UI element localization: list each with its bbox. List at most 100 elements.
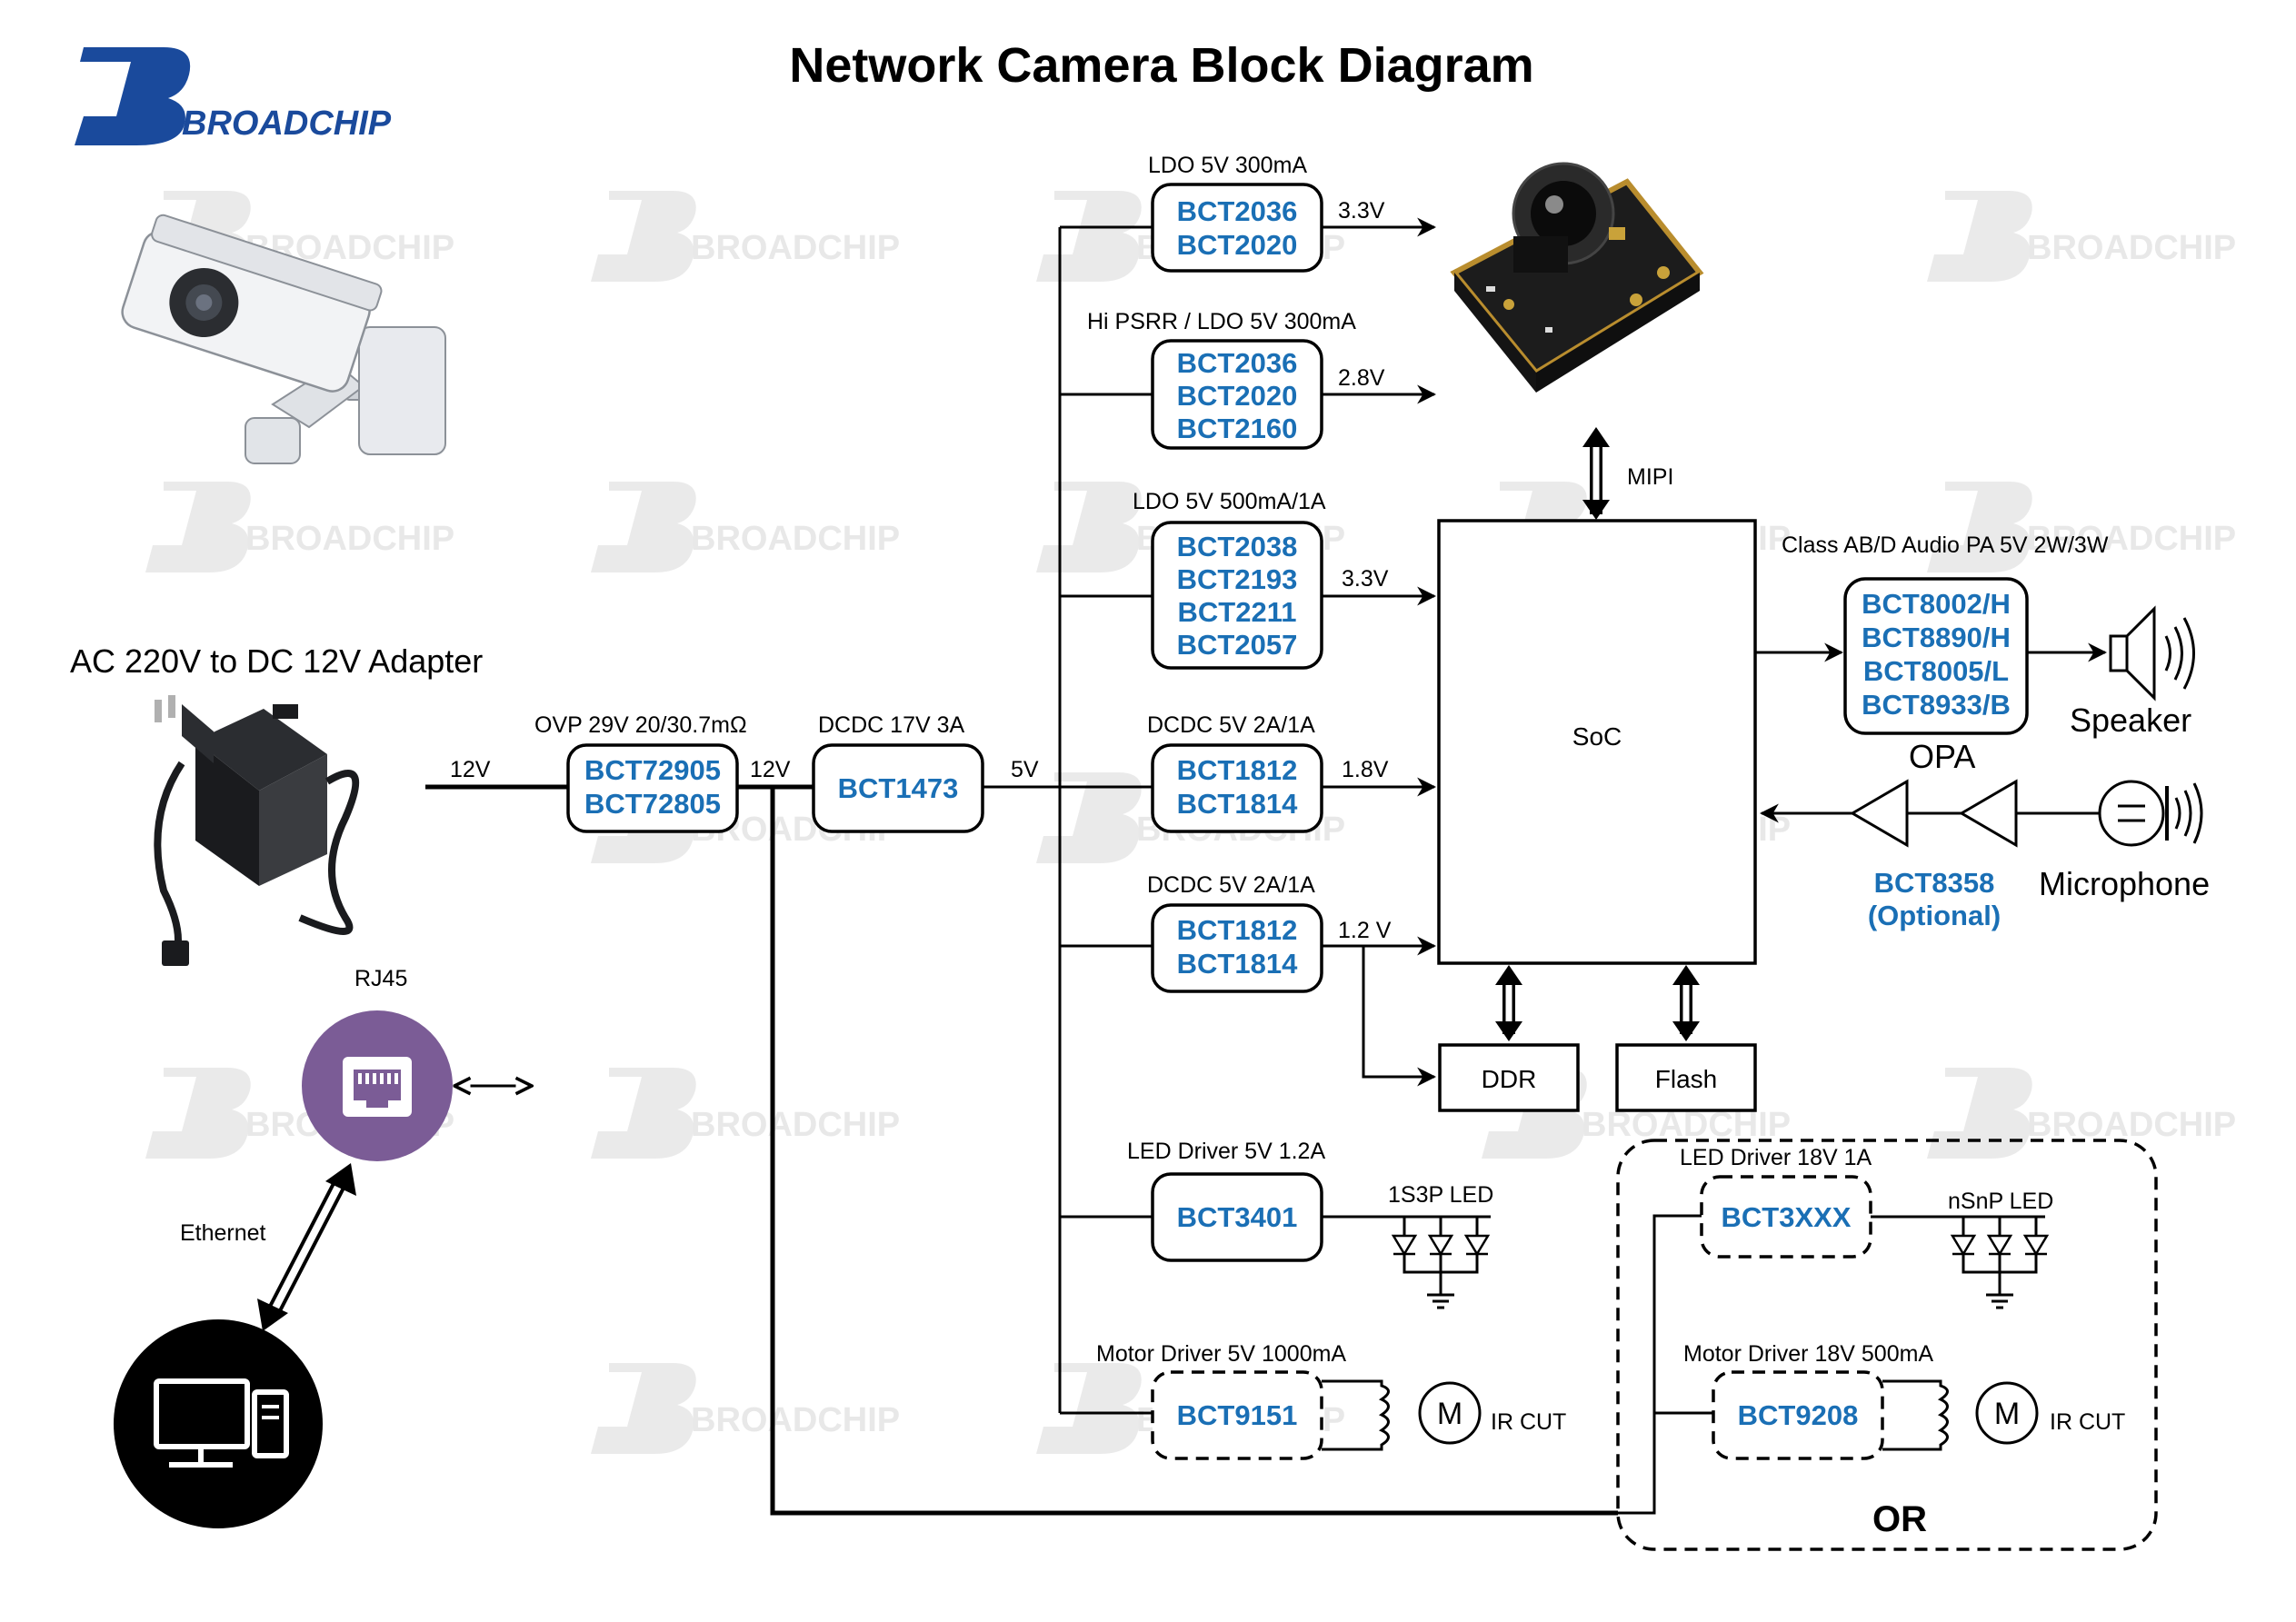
rail-out-voltage: 3.3V [1338, 198, 1385, 224]
ovp-part: BCT72805 [584, 788, 721, 820]
ircut-label: IR CUT [1491, 1409, 1566, 1435]
rj45-label: RJ45 [354, 966, 407, 991]
preamp-icon [1850, 779, 2100, 848]
flash-label: Flash [1655, 1065, 1717, 1093]
motor5v-title: Motor Driver 5V 1000mA [1096, 1341, 1346, 1367]
rail-part: BCT1812 [1177, 914, 1298, 946]
page-title: Network Camera Block Diagram [789, 38, 1533, 93]
computer-icon [114, 1319, 323, 1528]
bus-18v [1618, 1214, 1702, 1515]
preamp-part: BCT8358 [1874, 867, 1995, 899]
rail-part: BCT2211 [1178, 596, 1297, 628]
ethernet-arrow [257, 1163, 356, 1331]
motor5v-part: BCT9151 [1177, 1399, 1298, 1431]
watermark-text: BROADCHIP [691, 1106, 900, 1144]
motor18v-title: Motor Driver 18V 500mA [1683, 1341, 1933, 1367]
rail-part: BCT1814 [1177, 948, 1298, 980]
led-array-icon [1871, 1215, 2050, 1309]
rail-part: BCT2038 [1177, 531, 1298, 562]
coil-icon [1322, 1379, 1390, 1451]
led18v-title: LED Driver 18V 1A [1680, 1145, 1872, 1170]
rail-part: BCT2160 [1177, 413, 1298, 444]
rail-part: BCT2036 [1177, 195, 1298, 227]
watermark-text: BROADCHIP [1582, 1106, 1791, 1144]
camera-module-image [1450, 162, 1704, 393]
audio-pa-title: Class AB/D Audio PA 5V 2W/3W [1782, 532, 2109, 558]
ddr-arrow [1495, 965, 1522, 1041]
security-camera-image [121, 214, 446, 464]
watermark-text: BROADCHIP [691, 1401, 900, 1439]
input-voltage: 12V [450, 757, 491, 782]
led-array-icon [1322, 1215, 1491, 1309]
rj45-icon [302, 1010, 453, 1161]
rail-part: BCT2020 [1177, 380, 1298, 412]
rail-out-voltage: 1.8V [1342, 757, 1389, 782]
flash-arrow [1672, 965, 1700, 1041]
watermark-text: BROADCHIP [2027, 229, 2236, 267]
speaker-label: Speaker [2070, 702, 2191, 739]
soc-block [1437, 519, 1757, 965]
motor-icon: M [1418, 1381, 1482, 1445]
ac-adapter-image [154, 695, 360, 966]
ethernet-label: Ethernet [180, 1220, 266, 1246]
rail-part: BCT2020 [1177, 229, 1298, 261]
dcdc-main-out-voltage: 5V [1011, 757, 1039, 782]
ovp-out-voltage: 12V [750, 757, 791, 782]
logo-text: BROADCHIP [182, 104, 392, 143]
watermark-text: BROADCHIP [691, 229, 900, 267]
rail-title: LDO 5V 300mA [1148, 153, 1307, 178]
microphone-label: Microphone [2039, 865, 2210, 902]
rail-out-voltage: 2.8V [1338, 365, 1385, 391]
motor18v-part: BCT9208 [1738, 1399, 1859, 1431]
rail-block [1151, 903, 1323, 993]
rail-out-voltage: 1.2 V [1338, 918, 1392, 943]
watermark-text: BROADCHIP [2027, 520, 2236, 558]
audio-pa-part: BCT8002/H [1862, 588, 2011, 620]
speaker-icon [2109, 605, 2195, 702]
microphone-icon [2098, 780, 2203, 847]
rail-part: BCT2057 [1177, 629, 1298, 661]
ircut-label: IR CUT [2050, 1409, 2125, 1435]
led5v-led-label: 1S3P LED [1388, 1182, 1493, 1208]
mipi-arrow [1582, 427, 1610, 520]
flash-block [1615, 1043, 1757, 1112]
led5v-part: BCT3401 [1177, 1201, 1298, 1233]
watermark-text: BROADCHIP [2027, 1106, 2236, 1144]
led18v-led-label: nSnP LED [1948, 1189, 2053, 1214]
rail-part: BCT1812 [1177, 754, 1298, 786]
bus-12v [770, 787, 1618, 1516]
preamp-note: (Optional) [1868, 900, 2001, 931]
ddr-block [1438, 1043, 1580, 1112]
ddr-power-arrow [1362, 946, 1437, 1087]
rail-out-voltage: 3.3V [1342, 566, 1389, 592]
watermark-text: BROADCHIP [691, 520, 900, 558]
adapter-label: AC 220V to DC 12V Adapter [70, 642, 483, 680]
led18v-block [1700, 1175, 1872, 1259]
option-18v-group [1616, 1139, 2158, 1551]
or-label: OR [1872, 1499, 1927, 1539]
rail-title: DCDC 5V 2A/1A [1147, 872, 1315, 898]
opa-label: OPA [1909, 738, 1975, 775]
led18v-part: BCT3XXX [1722, 1201, 1852, 1233]
ovp-title: OVP 29V 20/30.7mΩ [534, 712, 747, 738]
motor-icon: M [1975, 1381, 2039, 1445]
audio-pa-part: BCT8933/B [1862, 689, 2011, 721]
dcdc-main-title: DCDC 17V 3A [818, 712, 964, 738]
mipi-label: MIPI [1627, 464, 1673, 490]
motor5v-block [1151, 1370, 1323, 1460]
rail-title: LDO 5V 500mA/1A [1133, 489, 1326, 514]
soc-label: SoC [1572, 722, 1622, 751]
rail-title: Hi PSRR / LDO 5V 300mA [1087, 309, 1356, 334]
led5v-title: LED Driver 5V 1.2A [1127, 1139, 1325, 1164]
audio-pa-block [1843, 577, 2029, 735]
rail-title: DCDC 5V 2A/1A [1147, 712, 1315, 738]
broadchip-logo: BROADCHIP [75, 47, 392, 145]
motor-label: M [1437, 1397, 1462, 1431]
dcdc-main-part: BCT1473 [838, 772, 959, 804]
rail-part: BCT2193 [1177, 563, 1298, 595]
audio-pa-part: BCT8005/L [1863, 655, 2009, 687]
ovp-part: BCT72905 [584, 754, 721, 786]
watermark-text: BROADCHIP [245, 520, 454, 558]
rail-part: BCT2036 [1177, 347, 1298, 379]
